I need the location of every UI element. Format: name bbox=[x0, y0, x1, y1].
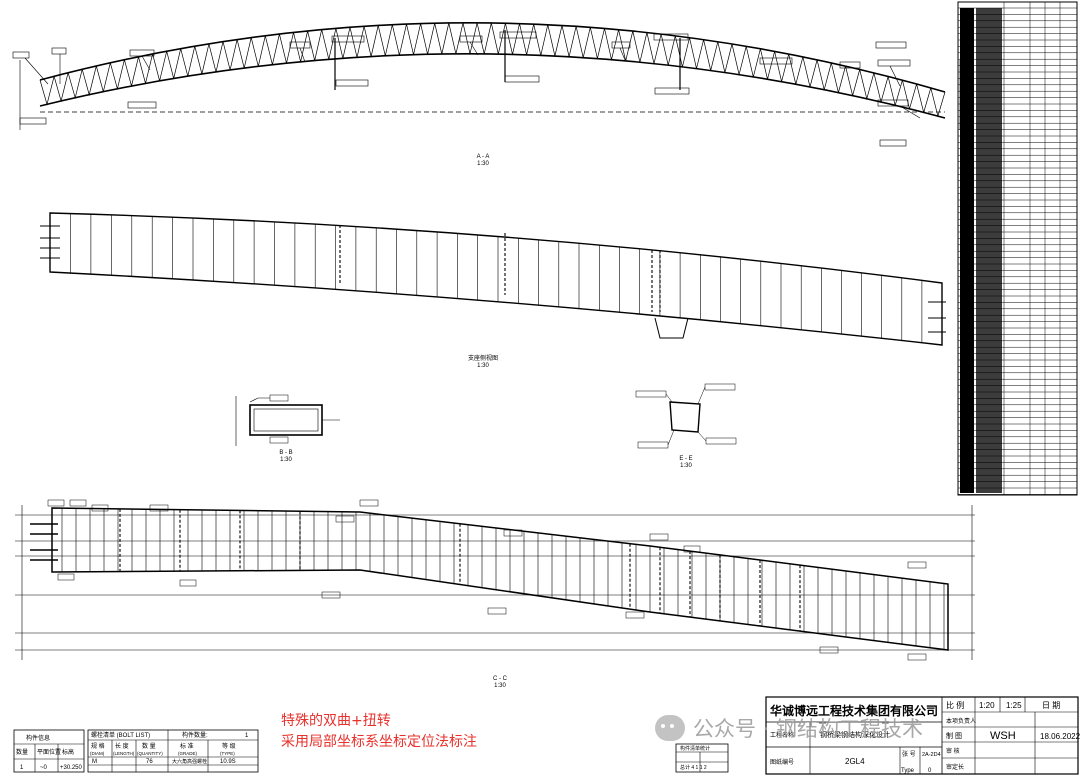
sheet-label: 张 号 bbox=[902, 750, 916, 758]
project-label: 工程名称 bbox=[770, 731, 794, 739]
member-table-title: 构件信息 bbox=[26, 734, 50, 742]
bolt-header-std-en: (GRADE) bbox=[178, 751, 198, 756]
bolt-row-std: 大六角高强螺栓 bbox=[172, 758, 207, 765]
view-ee-scale: 1:30 bbox=[680, 463, 692, 469]
member-value-qty: 1 bbox=[20, 765, 24, 771]
cc-girder-elevation bbox=[15, 499, 975, 661]
title-block-frame bbox=[765, 696, 1079, 775]
bolt-header-grade: 等 级 bbox=[222, 742, 236, 750]
watermark-text: 公众号 · 钢结构工程技术 bbox=[693, 717, 924, 741]
drawing-no-value: 2GL4 bbox=[845, 757, 865, 766]
project-value: 钢桥梁钢结构深化设计 bbox=[820, 730, 890, 739]
approve-label: 审定长 bbox=[946, 763, 964, 771]
view-cc-title: C - C bbox=[493, 676, 508, 682]
date-value: 18.06.2022 bbox=[1040, 732, 1080, 741]
bolt-header-diam: 规 格 bbox=[91, 742, 105, 750]
member-value-elev: +30.250 bbox=[60, 765, 83, 771]
small-table-row: 总计 4 1 1 2 bbox=[680, 764, 707, 771]
aa-leader-labels bbox=[12, 31, 921, 147]
draw-label: 制 图 bbox=[946, 731, 962, 740]
view-ee-title: E - E bbox=[679, 456, 692, 462]
bolt-count-label: 构件数量: bbox=[182, 731, 208, 739]
plan-girder bbox=[40, 212, 946, 346]
bolt-row-qty: 76 bbox=[146, 759, 153, 765]
bolt-header-length: 长 度 bbox=[115, 742, 129, 750]
bolt-header-qty: 数 量 bbox=[142, 742, 156, 750]
view-cc-scale: 1:30 bbox=[494, 683, 506, 689]
member-value-pos: ~0 bbox=[40, 765, 48, 771]
member-header-pos: 平面位置 bbox=[37, 748, 61, 756]
member-header-elev: 标高 bbox=[62, 748, 74, 756]
date-label: 日 期 bbox=[1042, 701, 1060, 710]
responsible-label: 本项负责人 bbox=[946, 717, 976, 725]
sheet-value: 2A-2D4 bbox=[922, 752, 941, 758]
type-label: Type bbox=[901, 768, 915, 774]
bolt-row-grade: 10.9S bbox=[220, 759, 236, 765]
bolt-header-std: 标 准 bbox=[180, 742, 194, 750]
bottom-tables-frame bbox=[13, 729, 729, 773]
bb-box-section bbox=[235, 394, 340, 446]
company-name: 华诚博远工程技术集团有限公司 bbox=[770, 703, 938, 718]
view-plan-title: 支座侧视图 bbox=[468, 354, 498, 362]
scale-label: 比 例 bbox=[946, 700, 964, 710]
bolt-count-value: 1 bbox=[245, 733, 249, 739]
wechat-icon bbox=[655, 715, 685, 741]
check-label: 审 核 bbox=[946, 747, 960, 755]
watermark: 公众号 · 钢结构工程技术 bbox=[655, 712, 1075, 744]
scale-value-2: 1:25 bbox=[1006, 701, 1022, 710]
drawing-no-label: 图纸编号 bbox=[770, 758, 794, 766]
bolt-header-length-en: (LENGTH) bbox=[113, 751, 135, 756]
view-plan-scale: 1:30 bbox=[477, 363, 489, 369]
view-aa-title: A - A bbox=[477, 154, 490, 160]
ee-section bbox=[635, 383, 737, 449]
bolt-header-qty-en: (QUANTITY) bbox=[137, 751, 163, 756]
bolt-table-title: 螺栓清单 (BOLT LIST) bbox=[91, 731, 150, 739]
bolt-header-diam-en: (DIAM) bbox=[90, 751, 105, 756]
view-aa-scale: 1:30 bbox=[477, 161, 489, 167]
bolt-row-diam: M bbox=[92, 759, 97, 765]
view-bb-scale: 1:30 bbox=[280, 457, 292, 463]
aa-arch-truss bbox=[19, 22, 961, 130]
scale-value-1: 1:20 bbox=[979, 701, 995, 710]
annotation-line-1: 特殊的双曲+扭转 bbox=[281, 713, 391, 729]
view-bb-title: B - B bbox=[279, 450, 292, 456]
draw-value: WSH bbox=[990, 730, 1016, 742]
small-table-title: 构件清单统计 bbox=[680, 745, 710, 752]
parts-list-table bbox=[957, 1, 1078, 496]
annotation-line-2: 采用局部坐标系坐标定位法标注 bbox=[281, 734, 477, 750]
bolt-header-grade-en: (TYPE) bbox=[220, 751, 235, 756]
type-value: 0 bbox=[928, 768, 932, 774]
member-header-qty: 数量 bbox=[16, 748, 28, 756]
